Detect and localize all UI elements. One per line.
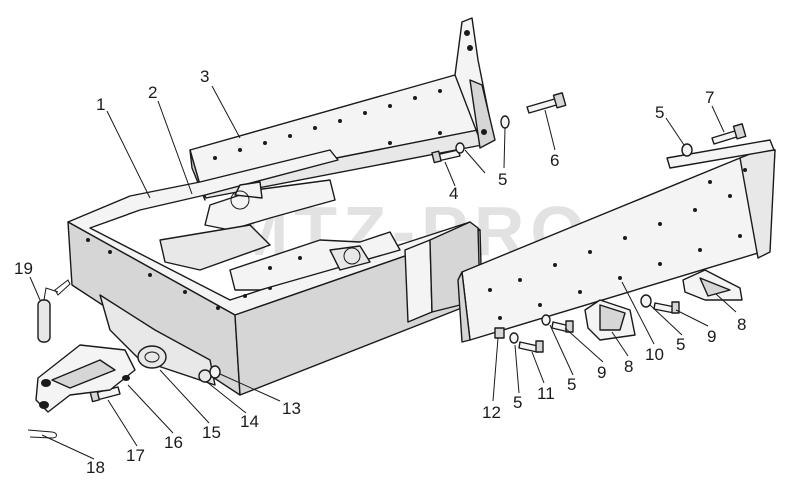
part-4-bolt: [431, 149, 461, 164]
callout-14: 14: [240, 412, 259, 431]
plate-holes: [488, 168, 747, 320]
part-12-bolt: [494, 327, 505, 339]
part-8-clamp-b: [682, 269, 743, 301]
callout-12: 12: [482, 403, 501, 422]
callout-7: 7: [705, 88, 714, 107]
leader-lines: [29, 85, 737, 460]
callout-1: 1: [96, 95, 105, 114]
part-5-washers: [455, 115, 693, 344]
callout-18: 18: [86, 458, 105, 477]
part-7-bolt: [711, 123, 747, 145]
part-16-hitch: [35, 344, 136, 413]
part-8-clamp-a: [584, 299, 636, 341]
callout-6: 6: [550, 151, 559, 170]
callout-5c: 5: [676, 335, 685, 354]
part-9-bolt-a: [551, 320, 574, 333]
part-6-bolt: [526, 92, 567, 114]
callout-9b: 9: [707, 327, 716, 346]
callout-2: 2: [148, 83, 157, 102]
callout-17: 17: [126, 446, 145, 465]
part-10-side-plate: [457, 139, 776, 343]
part-3-side-rail-upper: [189, 17, 496, 201]
callout-5b: 5: [655, 103, 664, 122]
callout-13: 13: [282, 399, 301, 418]
callout-15: 15: [202, 423, 221, 442]
callout-4: 4: [449, 184, 458, 203]
callout-19: 19: [14, 259, 33, 278]
part-18-cotter: [27, 429, 57, 439]
callout-5d: 5: [567, 375, 576, 394]
callout-8b: 8: [737, 315, 746, 334]
callout-5e: 5: [513, 393, 522, 412]
callout-8a: 8: [624, 357, 633, 376]
part-9-bolt-b: [653, 301, 680, 314]
callout-9a: 9: [597, 363, 606, 382]
part-14-bushing: [198, 369, 212, 383]
part-11-bolt: [518, 340, 544, 353]
part-2-linkage: [159, 179, 401, 291]
callout-3: 3: [200, 67, 209, 86]
rail-holes-upper: [213, 89, 442, 170]
callout-5a: 5: [498, 170, 507, 189]
callout-10: 10: [645, 345, 664, 364]
callout-16: 16: [164, 433, 183, 452]
part-13-bushing: [209, 365, 221, 379]
callout-11: 11: [537, 384, 555, 403]
callout-labels: 1 2 3 4 5 6 5 7 8 9 5 10 8 9 5 11 5 12 1…: [14, 67, 746, 477]
part-19-pin: [37, 279, 71, 343]
